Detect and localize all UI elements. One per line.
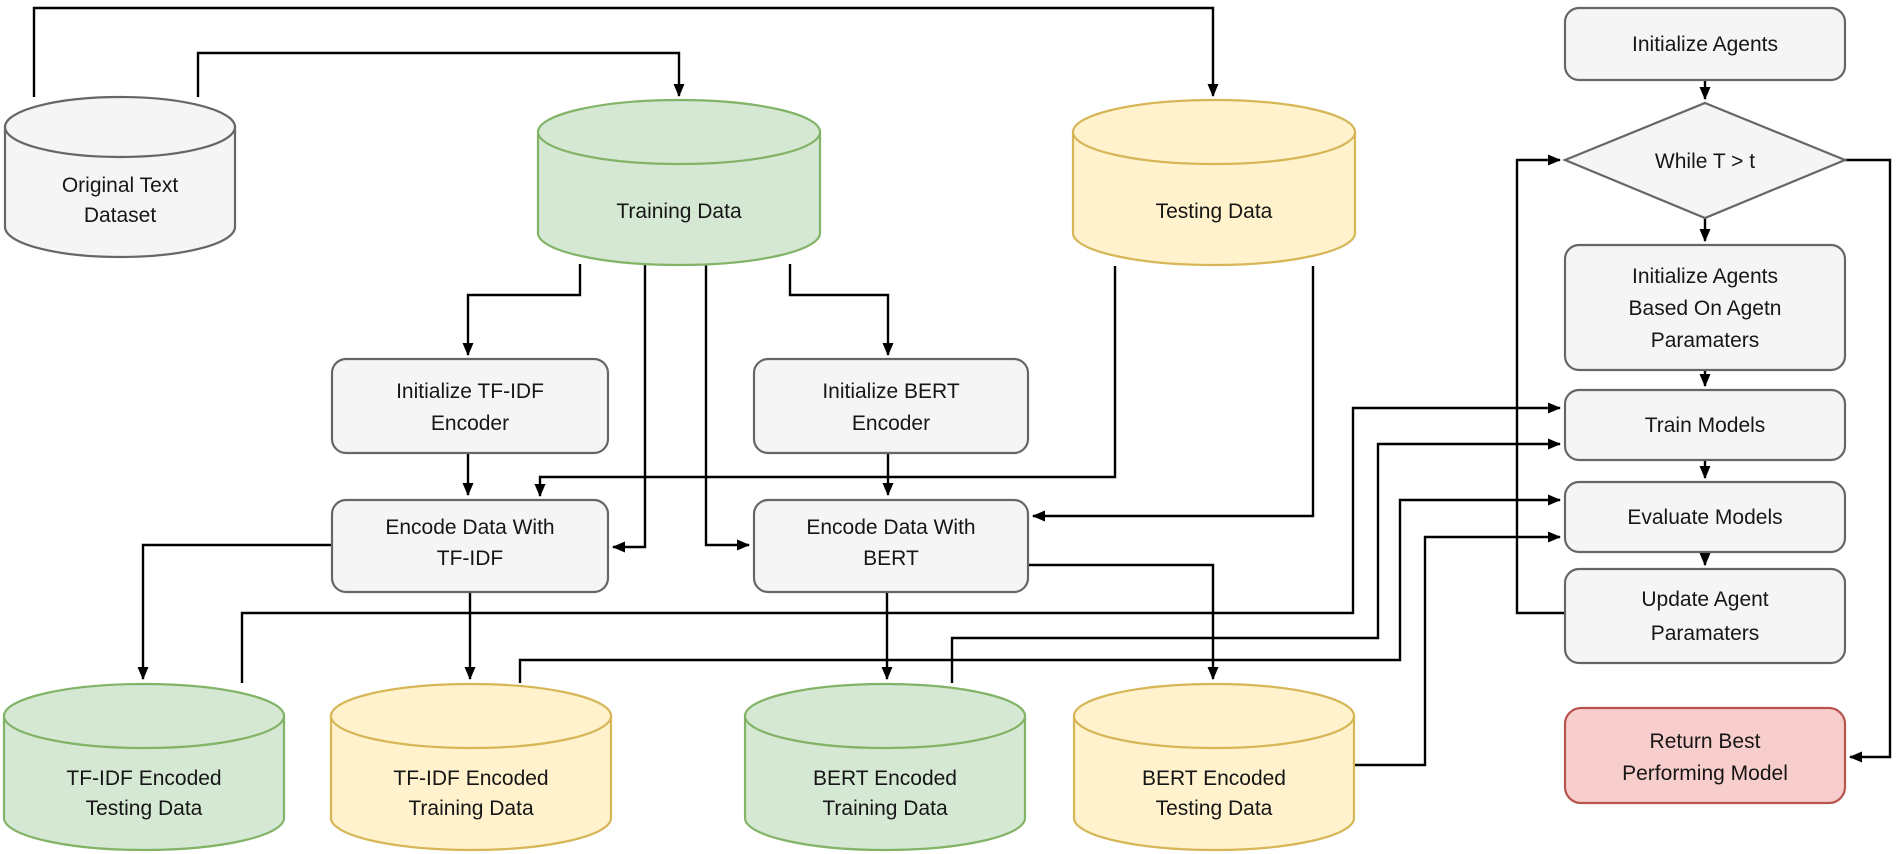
node-encode-data-tfidf: Encode Data With TF-IDF — [330, 498, 610, 594]
edge-encode-bert-to-bert-testing — [1028, 563, 1219, 680]
edge-training-to-init-tfidf — [462, 264, 582, 356]
encode-bert-label-line2: BERT — [863, 547, 919, 570]
node-return-best-model: Return Best Performing Model — [1563, 706, 1847, 805]
node-tfidf-encoded-training: TF-IDF Encoded Training Data — [329, 682, 613, 852]
update-agent-label-line2: Paramaters — [1651, 622, 1760, 645]
return-best-label-line1: Return Best — [1650, 730, 1761, 753]
edge-training-to-encode-bert-left — [704, 263, 750, 551]
node-initialize-agents: Initialize Agents — [1563, 6, 1847, 82]
node-bert-encoded-testing: BERT Encoded Testing Data — [1072, 682, 1356, 852]
edges — [32, 6, 1892, 767]
bert-testing-label-line1: BERT Encoded — [1142, 767, 1286, 790]
process-box — [1563, 567, 1847, 665]
init-bert-label-line1: Initialize BERT — [822, 380, 960, 403]
node-initialize-bert-encoder: Initialize BERT Encoder — [752, 357, 1030, 455]
node-while-condition: While T > t — [1562, 101, 1848, 220]
cylinder-body — [1072, 714, 1356, 852]
node-initialize-agents-based: Initialize Agents Based On Agetn Paramat… — [1563, 243, 1847, 372]
process-box — [752, 357, 1030, 455]
edge-while-to-return-best — [1845, 158, 1892, 763]
encode-bert-label-line1: Encode Data With — [806, 516, 975, 539]
initialize-agents-label: Initialize Agents — [1632, 33, 1778, 56]
edge-testing-to-encode-tfidf-top — [534, 266, 1117, 497]
cylinder-body — [3, 125, 237, 259]
edge-bert-testing-to-evaluate-models — [1352, 531, 1561, 767]
edge-update-to-while-loop — [1515, 154, 1565, 615]
bert-testing-label-line2: Testing Data — [1156, 797, 1273, 820]
edge-training-to-init-bert — [788, 264, 894, 356]
cylinder-body — [1071, 130, 1357, 267]
node-update-agent-parameters: Update Agent Paramaters — [1563, 567, 1847, 665]
init-agents-based-label-line1: Initialize Agents — [1632, 265, 1778, 288]
update-agent-label-line1: Update Agent — [1641, 588, 1768, 611]
cylinder-top — [329, 682, 613, 750]
original-dataset-label-line2: Dataset — [84, 204, 157, 227]
cylinder-top — [743, 682, 1027, 750]
edge-tfidf-testing-to-train-models — [240, 402, 1561, 683]
testing-data-label: Testing Data — [1156, 200, 1273, 223]
encode-tfidf-label-line2: TF-IDF — [437, 547, 503, 570]
while-condition-label: While T > t — [1655, 150, 1755, 173]
node-testing-data: Testing Data — [1071, 98, 1357, 267]
edge-tfidf-training-to-evaluate-models — [518, 494, 1561, 683]
cylinder-body — [743, 714, 1027, 852]
training-data-label: Training Data — [616, 200, 742, 223]
tfidf-testing-label-line2: Testing Data — [86, 797, 203, 820]
node-encode-data-bert: Encode Data With BERT — [752, 498, 1030, 594]
evaluate-models-label: Evaluate Models — [1627, 506, 1782, 529]
cylinder-top — [2, 682, 286, 750]
original-dataset-label-line1: Original Text — [62, 174, 178, 197]
init-bert-label-line2: Encoder — [852, 412, 930, 435]
process-box — [1563, 6, 1847, 82]
bert-training-label-line2: Training Data — [822, 797, 948, 820]
init-agents-based-label-line2: Based On Agetn — [1629, 297, 1782, 320]
node-train-models: Train Models — [1563, 388, 1847, 462]
cylinder-top — [1071, 98, 1357, 166]
process-box — [1563, 243, 1847, 372]
node-training-data: Training Data — [536, 98, 822, 267]
tfidf-training-label-line1: TF-IDF Encoded — [393, 767, 548, 790]
process-box — [1563, 388, 1847, 462]
edge-bert-training-to-train-models — [950, 438, 1561, 683]
cylinder-body — [536, 130, 822, 267]
encode-tfidf-label-line1: Encode Data With — [385, 516, 554, 539]
cylinder-top — [3, 95, 237, 159]
init-tfidf-label-line1: Initialize TF-IDF — [396, 380, 544, 403]
init-tfidf-label-line2: Encoder — [431, 412, 509, 435]
process-box — [752, 498, 1030, 594]
bert-training-label-line1: BERT Encoded — [813, 767, 957, 790]
cylinder-body — [2, 714, 286, 852]
decision-diamond — [1562, 101, 1848, 220]
train-models-label: Train Models — [1645, 414, 1766, 437]
cylinder-top — [536, 98, 822, 166]
tfidf-training-label-line2: Training Data — [408, 797, 534, 820]
edge-original-to-training — [196, 51, 685, 97]
node-bert-encoded-training: BERT Encoded Training Data — [743, 682, 1027, 852]
node-original-text-dataset: Original Text Dataset — [3, 95, 237, 259]
process-box — [1563, 480, 1847, 554]
node-initialize-tfidf-encoder: Initialize TF-IDF Encoder — [330, 357, 610, 455]
tfidf-testing-label-line1: TF-IDF Encoded — [66, 767, 221, 790]
cylinder-body — [329, 714, 613, 852]
edge-encode-tfidf-to-tfidf-testing — [137, 543, 332, 680]
return-best-label-line2: Performing Model — [1622, 762, 1788, 785]
node-evaluate-models: Evaluate Models — [1563, 480, 1847, 554]
terminal-box — [1563, 706, 1847, 805]
edge-original-to-testing — [32, 6, 1219, 97]
cylinder-top — [1072, 682, 1356, 750]
node-tfidf-encoded-testing: TF-IDF Encoded Testing Data — [2, 682, 286, 852]
process-box — [330, 357, 610, 455]
process-box — [330, 498, 610, 594]
edge-training-to-encode-tfidf-right — [612, 263, 647, 553]
init-agents-based-label-line3: Paramaters — [1651, 329, 1760, 352]
edge-testing-to-encode-bert-right — [1032, 266, 1315, 522]
